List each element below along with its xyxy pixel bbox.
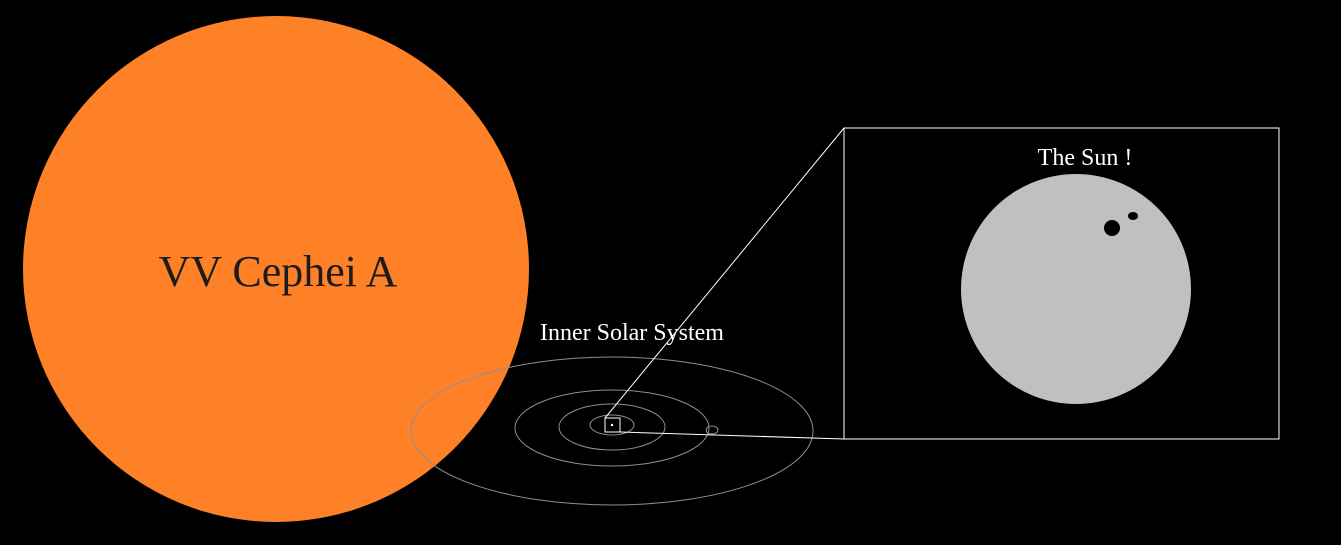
sun-dot <box>610 423 614 427</box>
orbit-third <box>514 389 710 467</box>
zoom-line-top <box>604 127 845 419</box>
zoom-line-bottom <box>619 431 845 440</box>
orbit-second <box>558 403 666 451</box>
planet-ring <box>705 425 719 435</box>
star-label: VV Cephei A <box>159 247 398 296</box>
system-label: Inner Solar System <box>540 320 724 346</box>
orbit-inner <box>589 414 635 436</box>
zoom-source-square <box>604 417 621 433</box>
sun-label: The Sun ! <box>1038 145 1133 171</box>
orbit-outer <box>410 356 814 506</box>
sunspot-large <box>1104 220 1120 236</box>
orbits-group <box>410 356 814 506</box>
vv-cephei-star <box>23 16 529 522</box>
sun-disk <box>961 174 1191 404</box>
sunspot-small <box>1128 212 1138 220</box>
